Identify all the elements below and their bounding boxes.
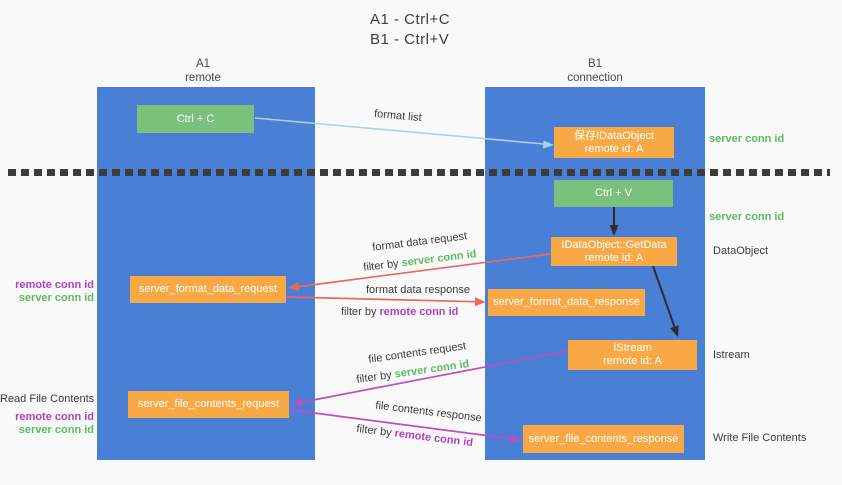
lane-b1-subtitle: connection: [567, 72, 623, 84]
node-server-file-contents-request: server_file_contents_request: [128, 391, 289, 418]
edge-label-filter-remote-conn-bottom: filter by remote conn id: [356, 423, 474, 449]
node-istream-line1: IStream: [613, 342, 652, 354]
title-line-1: A1 - Ctrl+C: [370, 11, 451, 28]
lane-b1-name: B1: [587, 58, 603, 70]
side-label-server-conn-id-format: server conn id: [18, 292, 94, 304]
edge-label-format-list: format list: [373, 107, 423, 125]
filter-by-text: filter by: [355, 368, 396, 386]
node-istream-line2: remote id: A: [603, 355, 662, 367]
node-save-dataobject: 保存IDataObject remote id: A: [554, 127, 674, 158]
diagram-title: A1 - Ctrl+C B1 - Ctrl+V: [370, 10, 450, 50]
side-label-read-file-contents: Read File Contents: [0, 393, 95, 405]
node-server-format-data-request-label: server_format_data_request: [138, 283, 278, 295]
node-ctrl-c-label: Ctrl + C: [176, 112, 215, 125]
session-divider-dotted-line: [8, 169, 830, 176]
node-ctrl-v-label: Ctrl + V: [595, 187, 632, 199]
node-save-dataobject-line1: 保存IDataObject: [573, 129, 655, 142]
side-label-server-conn-id-mid: server conn id: [709, 211, 785, 223]
side-label-istream: Istream: [713, 349, 750, 361]
server-conn-id-text: server conn id: [400, 248, 478, 270]
node-server-format-data-response-label: server_format_data_response: [493, 296, 640, 308]
remote-conn-id-text: remote conn id: [393, 427, 474, 450]
side-label-write-file-contents: Write File Contents: [713, 432, 807, 444]
node-server-file-contents-response: server_file_contents_response: [523, 425, 684, 453]
lane-a1-name: A1: [195, 58, 211, 70]
title-line-2: B1 - Ctrl+V: [370, 31, 450, 48]
lane-header-b1: B1 connection: [538, 57, 652, 85]
node-idataobject-getdata-line1: IDataObject::GetData: [561, 238, 667, 251]
node-istream: IStream remote id: A: [568, 340, 697, 370]
node-idataobject-getdata: IDataObject::GetData remote id: A: [551, 237, 677, 266]
node-save-dataobject-line2: remote id: A: [584, 142, 644, 155]
side-label-remote-conn-id-format: remote conn id: [15, 279, 94, 291]
node-server-file-contents-request-label: server_file_contents_request: [137, 398, 280, 410]
server-conn-id-text: server conn id: [393, 358, 471, 381]
node-ctrl-c: Ctrl + C: [137, 105, 254, 133]
side-label-remote-conn-id-file: remote conn id: [15, 411, 94, 423]
side-label-dataobject: DataObject: [713, 245, 769, 257]
edge-label-format-data-response: format data response: [366, 284, 470, 296]
node-server-format-data-response: server_format_data_response: [488, 289, 645, 316]
side-label-server-conn-id-top: server conn id: [709, 133, 785, 145]
filter-by-text: filter by: [362, 257, 403, 274]
lane-a1-subtitle: remote: [185, 72, 221, 84]
filter-by-text: filter by: [341, 306, 380, 318]
node-server-file-contents-response-label: server_file_contents_response: [528, 432, 679, 445]
remote-conn-id-text: remote conn id: [379, 306, 459, 318]
filter-by-text: filter by: [355, 422, 396, 440]
node-ctrl-v: Ctrl + V: [554, 180, 673, 207]
edge-label-filter-remote-conn-mid: filter by remote conn id: [341, 306, 458, 318]
lane-header-a1: A1 remote: [146, 57, 260, 85]
edge-label-file-contents-response: file contents response: [374, 399, 483, 425]
node-server-format-data-request: server_format_data_request: [130, 276, 286, 303]
side-label-server-conn-id-file: server conn id: [18, 424, 94, 436]
node-idataobject-getdata-line2: remote id: A: [584, 251, 644, 264]
format-data-response-arrow: [286, 296, 476, 303]
